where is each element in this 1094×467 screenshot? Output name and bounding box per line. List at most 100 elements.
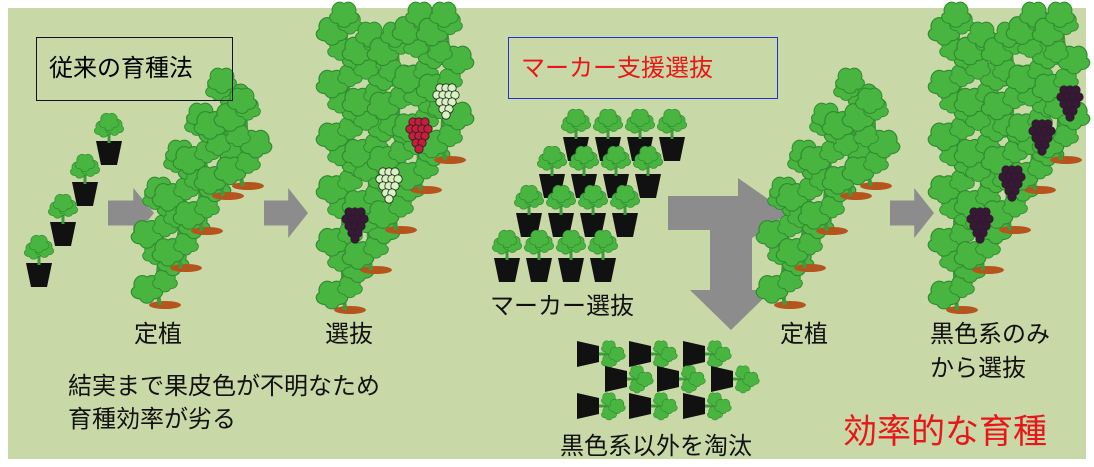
conventional-note-line1: 結実まで果皮色が不明なため bbox=[68, 372, 380, 400]
leaf bbox=[1053, 124, 1079, 148]
leaf-blade bbox=[207, 67, 237, 94]
pot-seedling bbox=[537, 145, 567, 176]
leaf-blade bbox=[614, 184, 636, 203]
marker-pot bbox=[659, 137, 685, 161]
grape-berry bbox=[441, 110, 451, 120]
marker-title: マーカー支援選抜 bbox=[521, 54, 713, 82]
marker-planting-label: 定植 bbox=[780, 320, 828, 348]
soil bbox=[816, 227, 848, 235]
culled-label: 黒色系以外を淘汰 bbox=[560, 432, 752, 460]
conventional-title: 従来の育種法 bbox=[49, 54, 193, 82]
leaf bbox=[28, 234, 50, 253]
soil bbox=[360, 266, 392, 274]
leaf-blade bbox=[560, 229, 582, 248]
pot-seedling bbox=[588, 229, 618, 260]
tipped-pot bbox=[577, 393, 599, 419]
pot-seedling bbox=[492, 229, 522, 260]
pot-seedling bbox=[514, 184, 544, 215]
soil bbox=[860, 182, 892, 190]
soil bbox=[1024, 186, 1056, 194]
pot-seedling bbox=[48, 193, 78, 224]
leaf-blade bbox=[573, 145, 595, 164]
planted-vine bbox=[213, 87, 273, 190]
pot-seedling bbox=[524, 229, 554, 260]
leaf-blade bbox=[565, 108, 587, 127]
leaf-blade bbox=[528, 229, 550, 248]
leaf bbox=[207, 67, 237, 94]
soil bbox=[232, 182, 264, 190]
leaf bbox=[688, 371, 706, 387]
culled-seedling bbox=[683, 340, 732, 369]
leaf bbox=[560, 229, 582, 248]
culled-seedling bbox=[629, 392, 678, 421]
leaf bbox=[835, 67, 865, 94]
leaf-blade bbox=[1045, 1, 1075, 28]
leaf bbox=[550, 184, 572, 203]
leaf-blade bbox=[742, 371, 760, 387]
leaf-blade bbox=[941, 1, 971, 28]
leaf-blade bbox=[541, 145, 563, 164]
soil bbox=[385, 226, 417, 234]
tipped-pot bbox=[683, 341, 705, 367]
leaf bbox=[541, 145, 563, 164]
leaf-blade bbox=[227, 87, 257, 114]
leaf bbox=[1043, 40, 1069, 64]
leaf bbox=[636, 371, 654, 387]
pot-seedling bbox=[601, 145, 631, 176]
leaf-blade bbox=[1043, 40, 1069, 64]
pot-seedling bbox=[546, 184, 576, 215]
pot-seedling bbox=[657, 108, 687, 139]
soil bbox=[434, 156, 466, 164]
leaf-blade bbox=[608, 346, 626, 362]
leaf bbox=[660, 398, 678, 414]
conventional-pot bbox=[26, 263, 52, 287]
conventional-pot bbox=[96, 141, 122, 165]
culled-seedling bbox=[577, 340, 626, 369]
leaf-blade bbox=[597, 108, 619, 127]
conventional-note-line2: 育種効率が劣る bbox=[68, 405, 236, 433]
pot-seedling bbox=[610, 184, 640, 215]
marker-pot bbox=[590, 258, 616, 282]
tipped-pot bbox=[657, 366, 679, 392]
culled-seedling bbox=[605, 365, 654, 394]
pot bbox=[590, 258, 616, 282]
tipped-pot bbox=[629, 393, 651, 419]
leaf-blade bbox=[329, 1, 359, 28]
marker-pot bbox=[612, 213, 638, 237]
pot bbox=[96, 141, 122, 165]
leaf bbox=[573, 145, 595, 164]
leaf-blade bbox=[660, 398, 678, 414]
leaf bbox=[597, 108, 619, 127]
leaf-blade bbox=[714, 398, 732, 414]
tipped-pot bbox=[711, 366, 733, 392]
marker-pot bbox=[526, 258, 552, 282]
grape-berry bbox=[1065, 112, 1075, 122]
grape-green bbox=[375, 167, 403, 204]
marker-selection-line1: 黒色系のみ bbox=[930, 320, 1050, 348]
leaf-blade bbox=[429, 1, 459, 28]
leaf bbox=[855, 87, 885, 114]
conclusion-label: 効率的な育種 bbox=[843, 412, 1047, 452]
leaf-blade bbox=[592, 229, 614, 248]
leaf-blade bbox=[605, 145, 627, 164]
leaf-blade bbox=[629, 108, 651, 127]
pot-seedling bbox=[569, 145, 599, 176]
tipped-pot bbox=[605, 366, 627, 392]
culled-seedling bbox=[577, 392, 626, 421]
grape-berry bbox=[1037, 146, 1047, 156]
conventional-pot bbox=[50, 222, 76, 246]
conventional-selection-label: 選抜 bbox=[325, 320, 373, 348]
leaf-blade bbox=[98, 112, 120, 131]
pot bbox=[50, 222, 76, 246]
leaf bbox=[614, 184, 636, 203]
leaf-blade bbox=[1053, 124, 1079, 148]
leaf bbox=[608, 346, 626, 362]
culled-seedling bbox=[657, 365, 706, 394]
leaf-blade bbox=[636, 371, 654, 387]
grape-black bbox=[998, 165, 1026, 202]
leaf-blade bbox=[437, 124, 463, 148]
soil bbox=[149, 301, 181, 309]
leaf-blade bbox=[52, 193, 74, 212]
culled-seedling bbox=[629, 340, 678, 369]
